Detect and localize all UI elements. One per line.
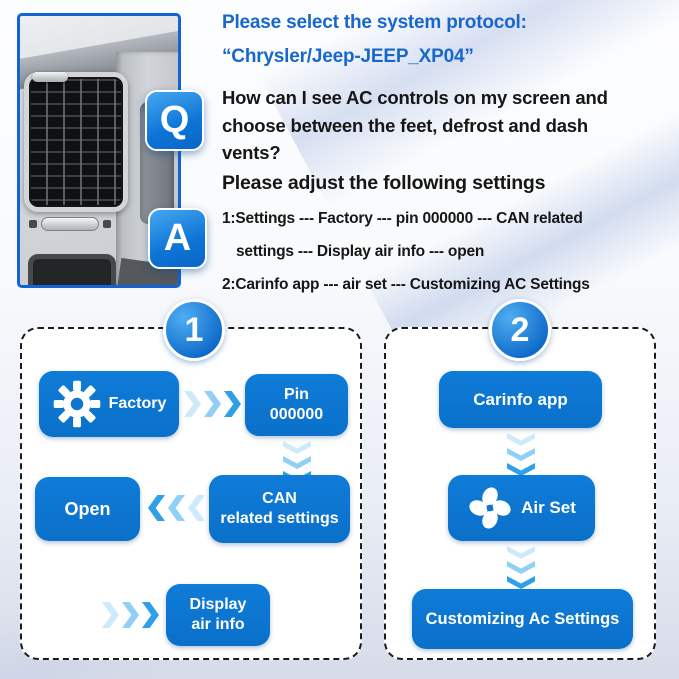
panel-2-number: 2 [489, 299, 551, 361]
customizing-ac-settings-node: Customizing Ac Settings [412, 589, 633, 649]
display-air-info-node: Display air info [166, 584, 270, 646]
carinfo-app-node: Carinfo app [439, 371, 602, 428]
carinfo-label: Carinfo app [473, 389, 568, 409]
q-badge: Q [145, 90, 204, 151]
answer-step1-line1: 1:Settings --- Factory --- pin 000000 --… [222, 210, 583, 227]
question-text: How can I see AC controls on my screen a… [222, 87, 608, 163]
chevron-right-icon [102, 602, 159, 628]
answer-heading: Please adjust the following settings [222, 172, 546, 194]
a-badge: A [148, 208, 207, 269]
answer-step2: 2:Carinfo app --- air set --- Customizin… [222, 276, 590, 293]
storage-cubby [28, 254, 116, 285]
pin-label: Pin 000000 [269, 386, 324, 423]
chevron-down-icon [507, 546, 535, 589]
display-label: Display air info [189, 596, 247, 633]
pin-000000-node: Pin 000000 [245, 374, 348, 436]
air-set-node: Air Set [448, 475, 595, 541]
chevron-left-icon [148, 495, 205, 521]
air-vent-dividers [31, 79, 121, 205]
protocol-heading-line1: Please select the system protocol: [222, 12, 527, 33]
customizing-label: Customizing Ac Settings [425, 609, 620, 628]
answer-step1-line2: settings --- Display air info --- open [236, 243, 485, 260]
fan-icon [469, 487, 511, 529]
chevron-down-icon [507, 433, 535, 476]
flow-panel-1: Factory Pin 000000 Open CAN related sett… [20, 327, 362, 660]
can-label: CAN related settings [220, 490, 339, 527]
gear-icon [53, 380, 100, 428]
protocol-heading-line2: “Chrysler/Jeep-JEEP_XP04” [222, 46, 474, 67]
slider-pill [41, 217, 99, 231]
slider-icon-left [29, 220, 37, 228]
vent-slider-control [29, 216, 111, 232]
chevron-right-icon [184, 391, 241, 417]
air-vent [24, 72, 128, 212]
open-node: Open [35, 477, 140, 541]
qa-text-column: Please select the system protocol: “Chry… [222, 0, 674, 300]
airset-label: Air Set [521, 498, 576, 517]
slider-icon-right [103, 220, 111, 228]
vent-adjust-knob [32, 72, 68, 82]
dashboard-photo [17, 13, 181, 288]
can-related-settings-node: CAN related settings [209, 475, 350, 543]
factory-node: Factory [39, 371, 179, 437]
flow-panel-2: Carinfo app Air Set Customizing Ac Setti… [384, 327, 656, 660]
panel-1-number: 1 [163, 299, 225, 361]
factory-label: Factory [108, 395, 167, 412]
open-label: Open [64, 498, 111, 519]
